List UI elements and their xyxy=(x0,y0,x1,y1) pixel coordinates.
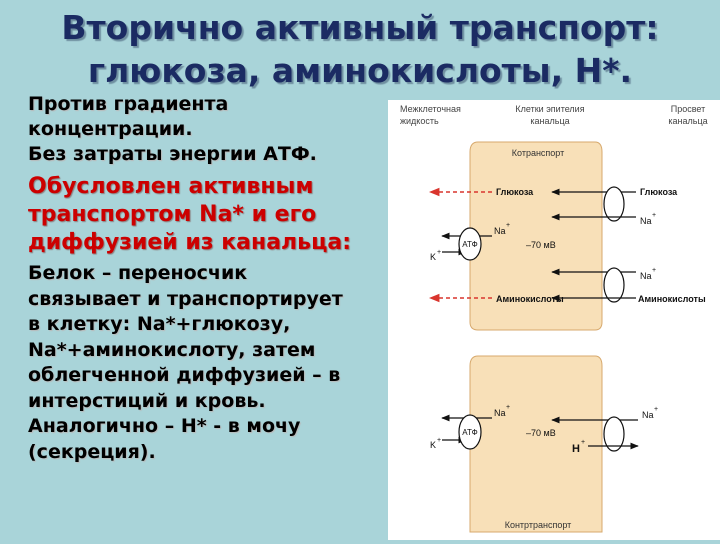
na-k-pump-icon xyxy=(458,227,482,261)
na-label: Na xyxy=(640,216,652,226)
left-text-block: Против градиента концентрации. Без затра… xyxy=(28,92,388,465)
cotransport-label: Котранспорт xyxy=(512,148,564,158)
na-charge: + xyxy=(506,222,510,229)
h-label: H xyxy=(572,443,580,455)
text-line: облегченной диффузией – в xyxy=(28,364,341,386)
text-line: интерстиций и кровь. xyxy=(28,389,266,412)
amino-carrier-icon xyxy=(603,267,625,303)
na-charge: + xyxy=(652,267,656,274)
header-interstitial-1: Межклеточная xyxy=(400,104,461,114)
text-line: Аналогично – Н* - в мочу xyxy=(28,415,301,437)
slide-title: Вторично активный транспорт: глюкоза, ам… xyxy=(0,6,720,92)
text-line: концентрации. xyxy=(28,118,193,140)
title-line-2: глюкоза, аминокислоты, Н*. xyxy=(87,51,633,90)
header-lumen-2: канальца xyxy=(668,116,707,126)
glucose-lumen-label: Глюкоза xyxy=(640,187,678,197)
amino-lumen-label: Аминокислоты xyxy=(638,294,706,304)
h-charge: + xyxy=(581,439,585,446)
exchanger-icon xyxy=(603,416,625,452)
membrane-potential: –70 мВ xyxy=(526,428,556,438)
na-k-pump-icon xyxy=(458,414,482,450)
membrane-potential: –70 мВ xyxy=(526,240,556,250)
title-line-1: Вторично активный транспорт: xyxy=(61,8,659,47)
text-line: Обусловлен активным xyxy=(28,174,314,199)
paragraph-gradient: Против градиента концентрации. Без затра… xyxy=(28,92,388,167)
k-label: K xyxy=(430,440,436,450)
k-label: K xyxy=(430,252,436,262)
header-cells-2: канальца xyxy=(530,116,569,126)
na-label: Na xyxy=(494,408,506,418)
amino-cell-label: Аминокислоты xyxy=(496,294,564,304)
glucose-cell-label: Глюкоза xyxy=(496,187,534,197)
k-charge: + xyxy=(437,437,441,444)
text-line: в клетку: Na*+глюкозу, xyxy=(28,313,291,335)
text-line: Na*+аминокислоту, затем xyxy=(28,338,316,361)
diagram-svg: Межклеточная жидкость Клетки эпителия ка… xyxy=(400,104,708,533)
text-line: диффузией из канальца: xyxy=(28,230,352,255)
na-label: Na xyxy=(640,271,652,281)
text-line: транспортом Na* и его xyxy=(28,202,317,227)
glucose-carrier-icon xyxy=(603,186,625,222)
na-label: Na xyxy=(494,226,506,236)
countertransport-label: Контртранспорт xyxy=(505,520,572,530)
header-lumen-1: Просвет xyxy=(671,104,706,114)
text-line: Против градиента xyxy=(28,93,229,115)
na-charge: + xyxy=(506,404,510,411)
na-label: Na xyxy=(642,410,654,420)
paragraph-cause: Обусловлен активным транспортом Na* и ег… xyxy=(28,173,388,257)
transport-diagram: Межклеточная жидкость Клетки эпителия ка… xyxy=(388,100,720,540)
text-line: связывает и транспортирует xyxy=(28,287,343,310)
epithelial-cell-lower xyxy=(469,355,603,533)
epithelial-cell-upper xyxy=(469,141,603,331)
atp-label: АТФ xyxy=(462,428,477,437)
text-line: (секреция). xyxy=(28,440,156,463)
atp-label: АТФ xyxy=(462,240,477,249)
paragraph-carrier: Белок – переносчик связывает и транспорт… xyxy=(28,261,388,465)
na-charge: + xyxy=(652,212,656,219)
text-line: Белок – переносчик xyxy=(28,262,248,284)
k-charge: + xyxy=(437,249,441,256)
na-charge: + xyxy=(654,406,658,413)
text-line: Без затраты энергии АТФ. xyxy=(28,143,317,165)
header-cells-1: Клетки эпителия xyxy=(515,104,584,114)
header-interstitial-2: жидкость xyxy=(400,116,439,126)
